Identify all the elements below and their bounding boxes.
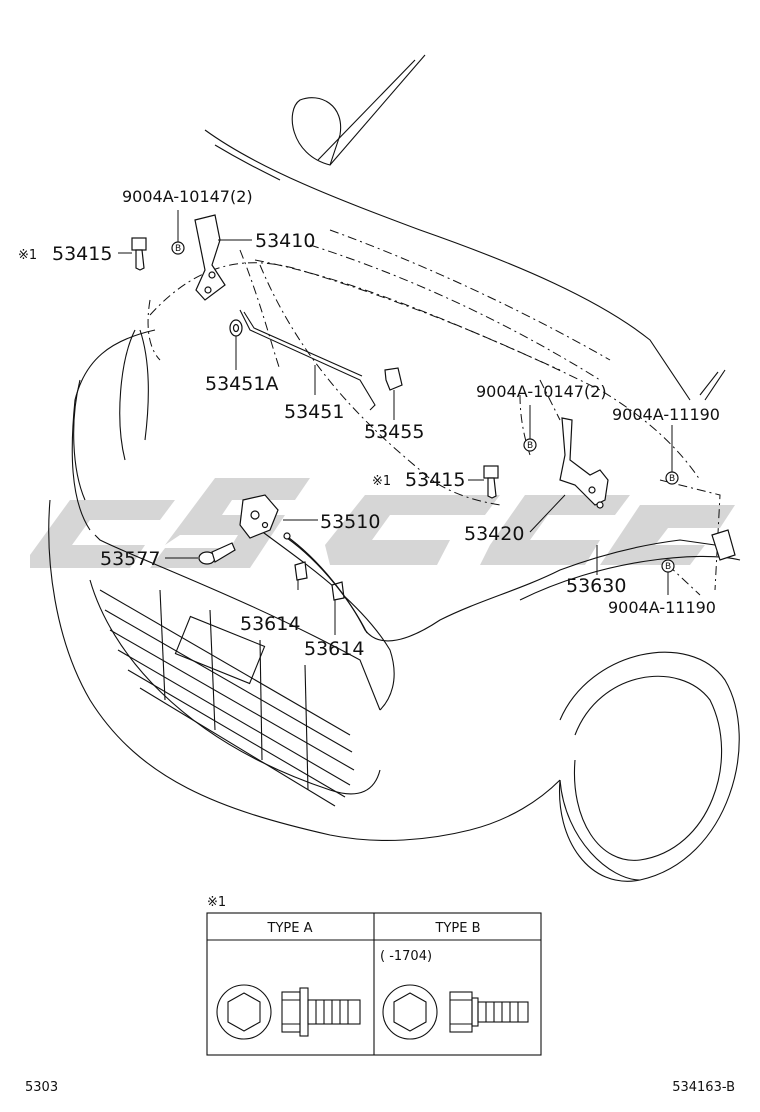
- callout-53455: 53455: [364, 421, 424, 443]
- clip-53614-b: [331, 581, 345, 601]
- clip-53614-a: [294, 561, 308, 581]
- callout-53614-b: 53614: [304, 638, 364, 660]
- b-mark-4: B: [661, 559, 675, 573]
- note-mark-upper: ※1: [18, 248, 37, 263]
- table-header-type-b: TYPE B: [435, 921, 481, 936]
- callout-53630: 53630: [566, 575, 626, 597]
- table-note-mark: ※1: [207, 895, 226, 910]
- callout-53577: 53577: [100, 548, 160, 570]
- svg-text:B: B: [669, 474, 675, 484]
- svg-text:B: B: [175, 244, 181, 254]
- b-mark-1: B: [171, 241, 185, 255]
- callout-53415-lower: 53415: [405, 469, 465, 491]
- bolt-53415-upper: [131, 237, 147, 271]
- b-mark-3: B: [665, 471, 679, 485]
- rod-holder-53455: [384, 367, 403, 391]
- watermark-logo: [30, 478, 735, 568]
- callout-53451a: 53451A: [205, 373, 278, 395]
- callout-9004a-10147-upper: 9004A-10147(2): [122, 187, 253, 206]
- vehicle-body-outline: [48, 54, 741, 882]
- type-b-bolt-drawing: [382, 984, 529, 1040]
- page-number: 5303: [25, 1080, 58, 1095]
- callout-53451: 53451: [284, 401, 344, 423]
- bolt-53577: [198, 542, 236, 565]
- hood-hinge-lh-53410: [194, 214, 226, 301]
- table-type-b-note: ( -1704): [380, 949, 432, 964]
- bolt-53415-lower: [483, 465, 499, 499]
- callout-53420: 53420: [464, 523, 524, 545]
- b-mark-2: B: [523, 438, 537, 452]
- hood-support-rod-53451: [239, 309, 376, 411]
- hood-outline-dashed: [147, 229, 721, 596]
- hood-release-cable-53630: [283, 529, 736, 642]
- leader-lines: [118, 210, 673, 635]
- svg-text:B: B: [527, 441, 533, 451]
- hood-lock-53510: [239, 494, 279, 539]
- hood-hinge-rh-53420: [559, 417, 609, 509]
- part-number-labels: 9004A-10147(2) ※1 53415 53410 53451A 534…: [18, 187, 720, 660]
- callout-9004a-10147-right: 9004A-10147(2): [476, 382, 607, 401]
- grommet-53451a: [229, 319, 243, 337]
- bolt-type-table: ※1 TYPE A TYPE B ( -1704): [206, 895, 542, 1056]
- figure-code: 534163-B: [672, 1080, 735, 1095]
- note-mark-lower: ※1: [372, 474, 391, 489]
- callout-53415-upper: 53415: [52, 243, 112, 265]
- callout-53510: 53510: [320, 511, 380, 533]
- callout-53410: 53410: [255, 230, 315, 252]
- front-wheel: [469, 555, 741, 882]
- callout-53614-a: 53614: [240, 613, 300, 635]
- type-a-bolt-drawing: [216, 984, 361, 1040]
- grille: [99, 589, 355, 807]
- callout-9004a-11190-lower: 9004A-11190: [608, 598, 716, 617]
- table-header-type-a: TYPE A: [267, 921, 313, 936]
- callout-9004a-11190-upper: 9004A-11190: [612, 405, 720, 424]
- svg-text:B: B: [665, 562, 671, 572]
